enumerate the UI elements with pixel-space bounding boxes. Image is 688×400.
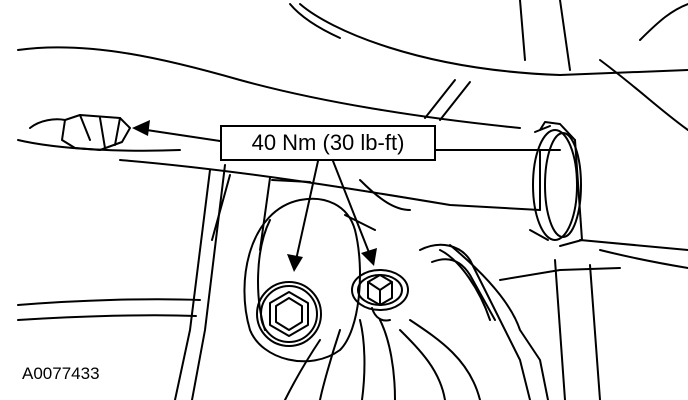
left-bracket [17, 114, 181, 152]
lower-right-casting [359, 243, 688, 400]
leader-arrows [132, 120, 377, 272]
large-plug-icon [256, 281, 322, 347]
arrow-head-plug-icon [287, 254, 303, 272]
upper-panel-lines [17, 0, 688, 131]
torque-callout: 40 Nm (30 lb-ft) [220, 125, 436, 161]
torque-spec-label: 40 Nm (30 lb-ft) [251, 130, 405, 155]
axle-flange [529, 121, 688, 251]
support-arm [17, 164, 341, 400]
arrow-head-left-icon [132, 120, 150, 136]
figure-id: A0077433 [22, 364, 100, 383]
small-bolt-icon [351, 269, 409, 322]
arrow-head-bolt-icon [361, 248, 377, 266]
